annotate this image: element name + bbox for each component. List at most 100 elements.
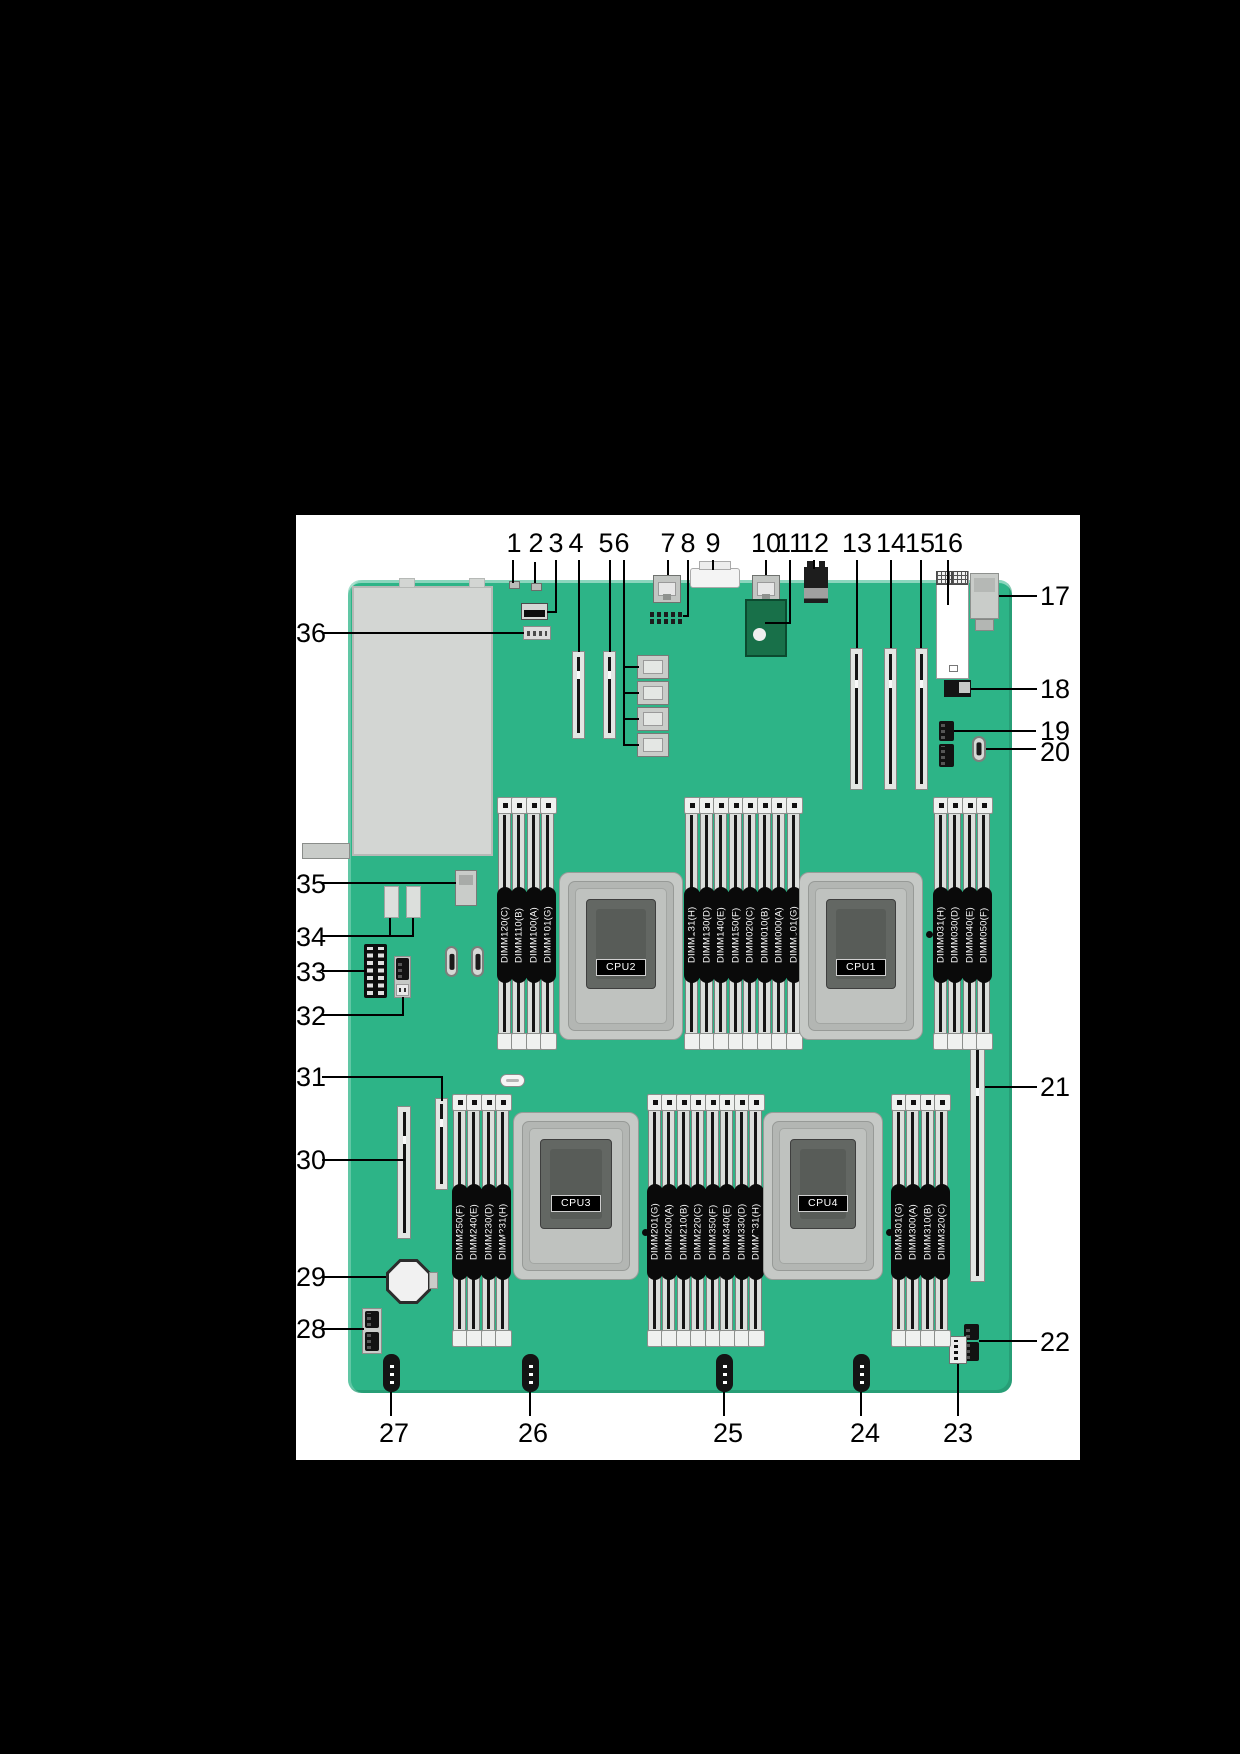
dimm-slot-DIMM250(F): DIMM250(F) [452, 1094, 469, 1347]
callout-line-22 [979, 1340, 1037, 1342]
dimm-latch-top [540, 797, 557, 814]
callout-line-25 [723, 1392, 725, 1416]
callout-number-12: 12 [798, 528, 830, 558]
sata-port-6b [637, 681, 669, 705]
callout-number-7: 7 [660, 528, 676, 558]
cpu-label: CPU3 [551, 1195, 601, 1212]
dimm-slot-DIMM020(C): DIMM020(C) [742, 797, 759, 1050]
callout-number-15: 15 [904, 528, 936, 558]
fan-connector-24 [853, 1354, 870, 1392]
pcie-slot-14 [884, 648, 897, 790]
dimm-slot-DIMM050(F): DIMM050(F) [976, 797, 993, 1050]
dimm-latch-bottom [976, 1033, 993, 1050]
screw-dot [926, 931, 933, 938]
callout-line-24 [860, 1392, 862, 1416]
serial-header-connector-3 [521, 603, 548, 620]
callout-number-34: 34 [296, 922, 327, 952]
dimm-slot-DIMM301(G): DIMM301(G) [891, 1094, 908, 1347]
callout-number-1: 1 [506, 528, 522, 558]
callout-number-20: 20 [1040, 737, 1071, 767]
dimm-slot-label: DIMM020(C) [742, 887, 758, 983]
callout-line-8 [683, 615, 689, 617]
callout-number-29: 29 [296, 1262, 327, 1292]
callout-line-26 [529, 1392, 531, 1416]
connector-18 [944, 680, 971, 697]
callout-line-29 [322, 1276, 386, 1278]
dimm-latch-top [786, 797, 803, 814]
dimm-slot-DIMM240(E): DIMM240(E) [466, 1094, 483, 1347]
cpu-socket-cpu2: CPU2 [549, 872, 693, 1040]
fan-connector-27 [383, 1354, 400, 1392]
callout-number-36: 36 [296, 618, 327, 648]
callout-number-3: 3 [548, 528, 564, 558]
pin-block-32 [396, 958, 409, 980]
dimm-slot-DIMM200(A): DIMM200(A) [661, 1094, 678, 1347]
callout-line-18 [971, 688, 1037, 690]
callout-line-6 [623, 560, 625, 746]
callout-number-30: 30 [296, 1145, 327, 1175]
callout-line-10 [765, 560, 767, 575]
dimm-latch-top [699, 797, 716, 814]
dimm-slot-DIMM040(E): DIMM040(E) [962, 797, 979, 1050]
callout-number-16: 16 [932, 528, 964, 558]
pin-block-28b [365, 1332, 379, 1351]
dimm-slot-label: DIMM340(E) [719, 1184, 735, 1280]
dimm-slot-label: DIMM110(B) [511, 887, 527, 983]
dimm-slot-DIMM340(E): DIMM340(E) [719, 1094, 736, 1347]
screw-dot [503, 1229, 510, 1236]
fan-connector-26 [522, 1354, 539, 1392]
dimm-latch-top [511, 797, 528, 814]
dimm-latch-top [661, 1094, 678, 1111]
dimm-latch-top [728, 797, 745, 814]
callout-line-31 [322, 1076, 443, 1078]
cpu-socket-cpu4: CPU4 [753, 1112, 893, 1280]
screw-dot [686, 931, 693, 938]
screw-dot [642, 1229, 649, 1236]
callout-number-11: 11 [775, 528, 805, 558]
dimm-latch-top [690, 1094, 707, 1111]
dimm-latch-bottom [540, 1033, 557, 1050]
screw-dot [753, 1229, 760, 1236]
callout-line-14 [890, 560, 892, 648]
callout-number-22: 22 [1040, 1327, 1071, 1357]
callout-line-6 [625, 744, 639, 746]
callout-number-9: 9 [705, 528, 721, 558]
dimm-slot-DIMM210(B): DIMM210(B) [676, 1094, 693, 1347]
callout-line-6 [625, 692, 639, 694]
dimm-slot-DIMM030(D): DIMM030(D) [947, 797, 964, 1050]
callout-line-34 [412, 918, 414, 937]
callout-line-31 [441, 1076, 443, 1101]
dimm-latch-top [976, 797, 993, 814]
pin-header-8 [650, 611, 684, 625]
power-connector-34b [406, 886, 421, 918]
tpm-board-11 [745, 599, 787, 657]
callout-number-27: 27 [378, 1418, 410, 1448]
pcie-slot-13 [850, 648, 863, 790]
callout-line-23 [957, 1364, 959, 1416]
screw-dot [549, 931, 556, 938]
callout-number-4: 4 [568, 528, 584, 558]
callout-number-19: 19 [1040, 716, 1071, 746]
battery-29-tab [429, 1272, 438, 1289]
callout-number-21: 21 [1040, 1072, 1071, 1102]
psu-tab-b [469, 578, 485, 588]
presence-pad-1 [509, 581, 520, 589]
dimm-slot-DIMM300(A): DIMM300(A) [905, 1094, 922, 1347]
callout-line-32 [322, 1014, 404, 1016]
pcie-slot-15 [915, 648, 928, 790]
vga-connector-9 [690, 568, 740, 588]
dimm-slot-label: DIMM320(C) [934, 1184, 950, 1280]
sata-port-6a [637, 655, 669, 679]
callout-line-9 [712, 560, 714, 570]
callout-number-2: 2 [528, 528, 544, 558]
power-header-33 [364, 944, 387, 998]
dimm-latch-top [495, 1094, 512, 1111]
pin-block-19b [939, 744, 954, 767]
callout-number-17: 17 [1040, 581, 1071, 611]
oval-connector-20 [972, 736, 986, 762]
callout-number-35: 35 [296, 869, 327, 899]
cpu-label: CPU2 [596, 959, 646, 976]
cpu-die [790, 1139, 856, 1229]
callout-number-24: 24 [849, 1418, 881, 1448]
edge-tab-connector [302, 843, 350, 859]
